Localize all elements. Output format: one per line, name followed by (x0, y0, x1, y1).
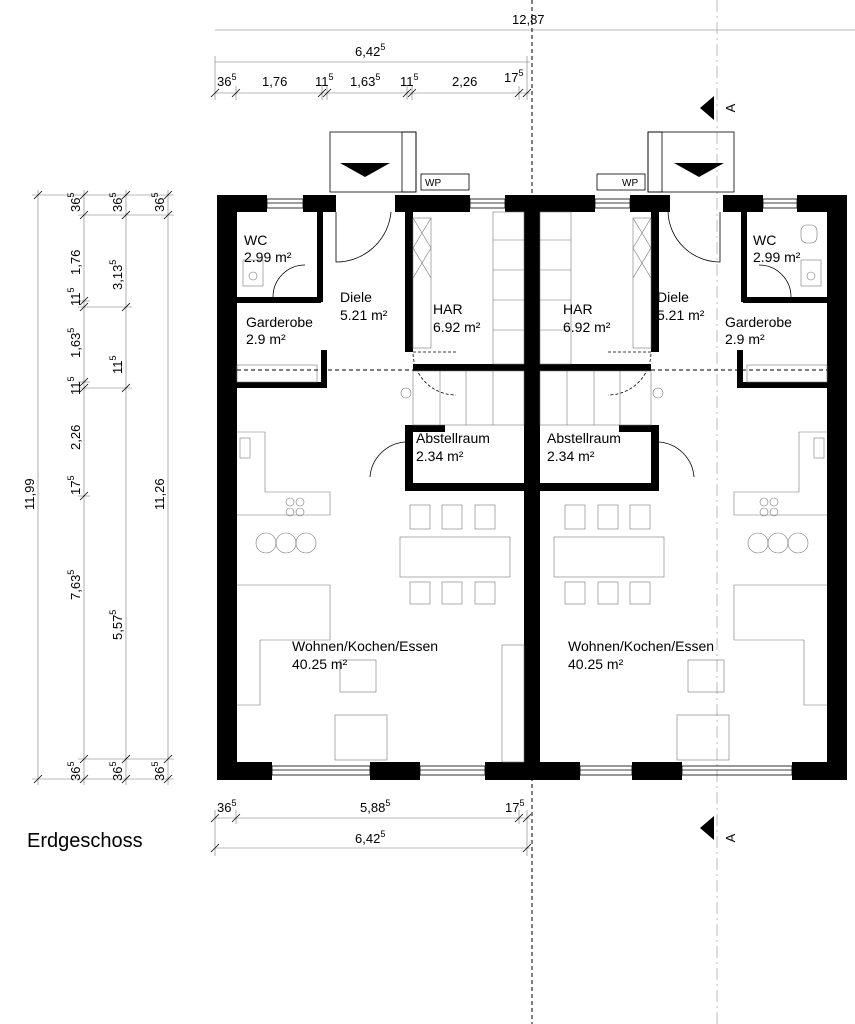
dim-left-1: 365 (66, 193, 83, 212)
room-area: 2.34 m² (416, 448, 464, 464)
dim-overall-width: 12,87 (512, 12, 545, 27)
dimension-lines: 12,87 6,425 365 1,76 115 1,635 115 2,26 … (22, 12, 855, 856)
dim-top-5: 115 (400, 72, 419, 89)
room-name: Abstellraum (547, 430, 621, 446)
dim-inner-2: 365 (150, 762, 167, 781)
dim-left-4: 1,635 (66, 328, 83, 358)
room-name: Wohnen/Kochen/Essen (292, 638, 438, 654)
doors (272, 211, 792, 478)
svg-text:A: A (723, 103, 738, 112)
section-marker-top: A (700, 96, 738, 120)
room-area: 6.92 m² (433, 319, 481, 335)
floor-title: Erdgeschoss (27, 830, 143, 852)
dim-mid-5: 365 (108, 762, 125, 781)
dim-mid-3: 115 (108, 355, 125, 374)
dim-left-3: 115 (66, 287, 83, 306)
room-name: Diele (340, 289, 372, 305)
room-labels-right-unit: WC 2.99 m² Diele 5.21 m² HAR 6.92 m² Gar… (547, 232, 801, 672)
heat-pump-label-left: WP (425, 178, 441, 189)
room-area: 2.34 m² (547, 448, 595, 464)
dim-bottom-1: 365 (217, 798, 236, 815)
room-area: 2.9 m² (725, 331, 765, 347)
dim-top-3: 115 (315, 72, 334, 89)
dim-top-6: 2,26 (452, 74, 477, 89)
staircase (400, 211, 664, 426)
room-area: 5.21 m² (340, 307, 388, 323)
room-area: 6.92 m² (563, 319, 611, 335)
room-area: 2.99 m² (244, 249, 292, 265)
windows (220, 198, 844, 776)
room-area: 40.25 m² (568, 656, 624, 672)
dim-top-7: 175 (504, 68, 523, 85)
dim-inner-1: 365 (150, 193, 167, 212)
dim-left-overall: 11,99 (22, 478, 37, 510)
room-name: Diele (657, 289, 689, 305)
room-name: Wohnen/Kochen/Essen (568, 638, 714, 654)
room-area: 5.21 m² (657, 307, 705, 323)
room-name: HAR (563, 301, 593, 317)
svg-text:A: A (723, 833, 738, 842)
dim-mid-1: 365 (108, 193, 125, 212)
dim-unit-width-bottom: 6,425 (355, 829, 385, 846)
dim-left-8: 7,635 (66, 570, 83, 600)
dim-inner-overall: 11,26 (152, 478, 167, 510)
dim-left-2: 1,76 (68, 250, 83, 275)
room-name: HAR (433, 301, 463, 317)
outdoor-units: WP WP (329, 131, 735, 193)
dim-bottom-2: 5,885 (360, 798, 390, 815)
dim-left-7: 175 (66, 476, 83, 495)
dim-mid-2: 3,135 (108, 260, 125, 290)
walls (217, 195, 847, 780)
dim-unit-width-top: 6,425 (355, 42, 385, 59)
dim-top-4: 1,635 (350, 72, 380, 89)
room-name: WC (753, 232, 776, 248)
room-name: Abstellraum (416, 430, 490, 446)
room-area: 2.9 m² (246, 331, 286, 347)
room-name: Garderobe (246, 314, 313, 330)
section-marker-bottom: A (700, 816, 738, 842)
dim-mid-4: 5,575 (108, 610, 125, 640)
room-area: 40.25 m² (292, 656, 348, 672)
dim-bottom-3: 175 (505, 798, 524, 815)
dim-left-5: 115 (66, 376, 83, 395)
room-name: Garderobe (725, 314, 792, 330)
dim-left-6: 2,26 (68, 425, 83, 450)
room-name: WC (244, 232, 267, 248)
room-area: 2.99 m² (753, 249, 801, 265)
dim-top-1: 365 (217, 72, 236, 89)
dim-top-2: 1,76 (262, 74, 287, 89)
heat-pump-label-right: WP (622, 178, 638, 189)
furniture (236, 217, 828, 763)
dim-left-9: 365 (66, 762, 83, 781)
room-labels-left-unit: WC 2.99 m² Diele 5.21 m² HAR 6.92 m² Gar… (244, 232, 490, 672)
